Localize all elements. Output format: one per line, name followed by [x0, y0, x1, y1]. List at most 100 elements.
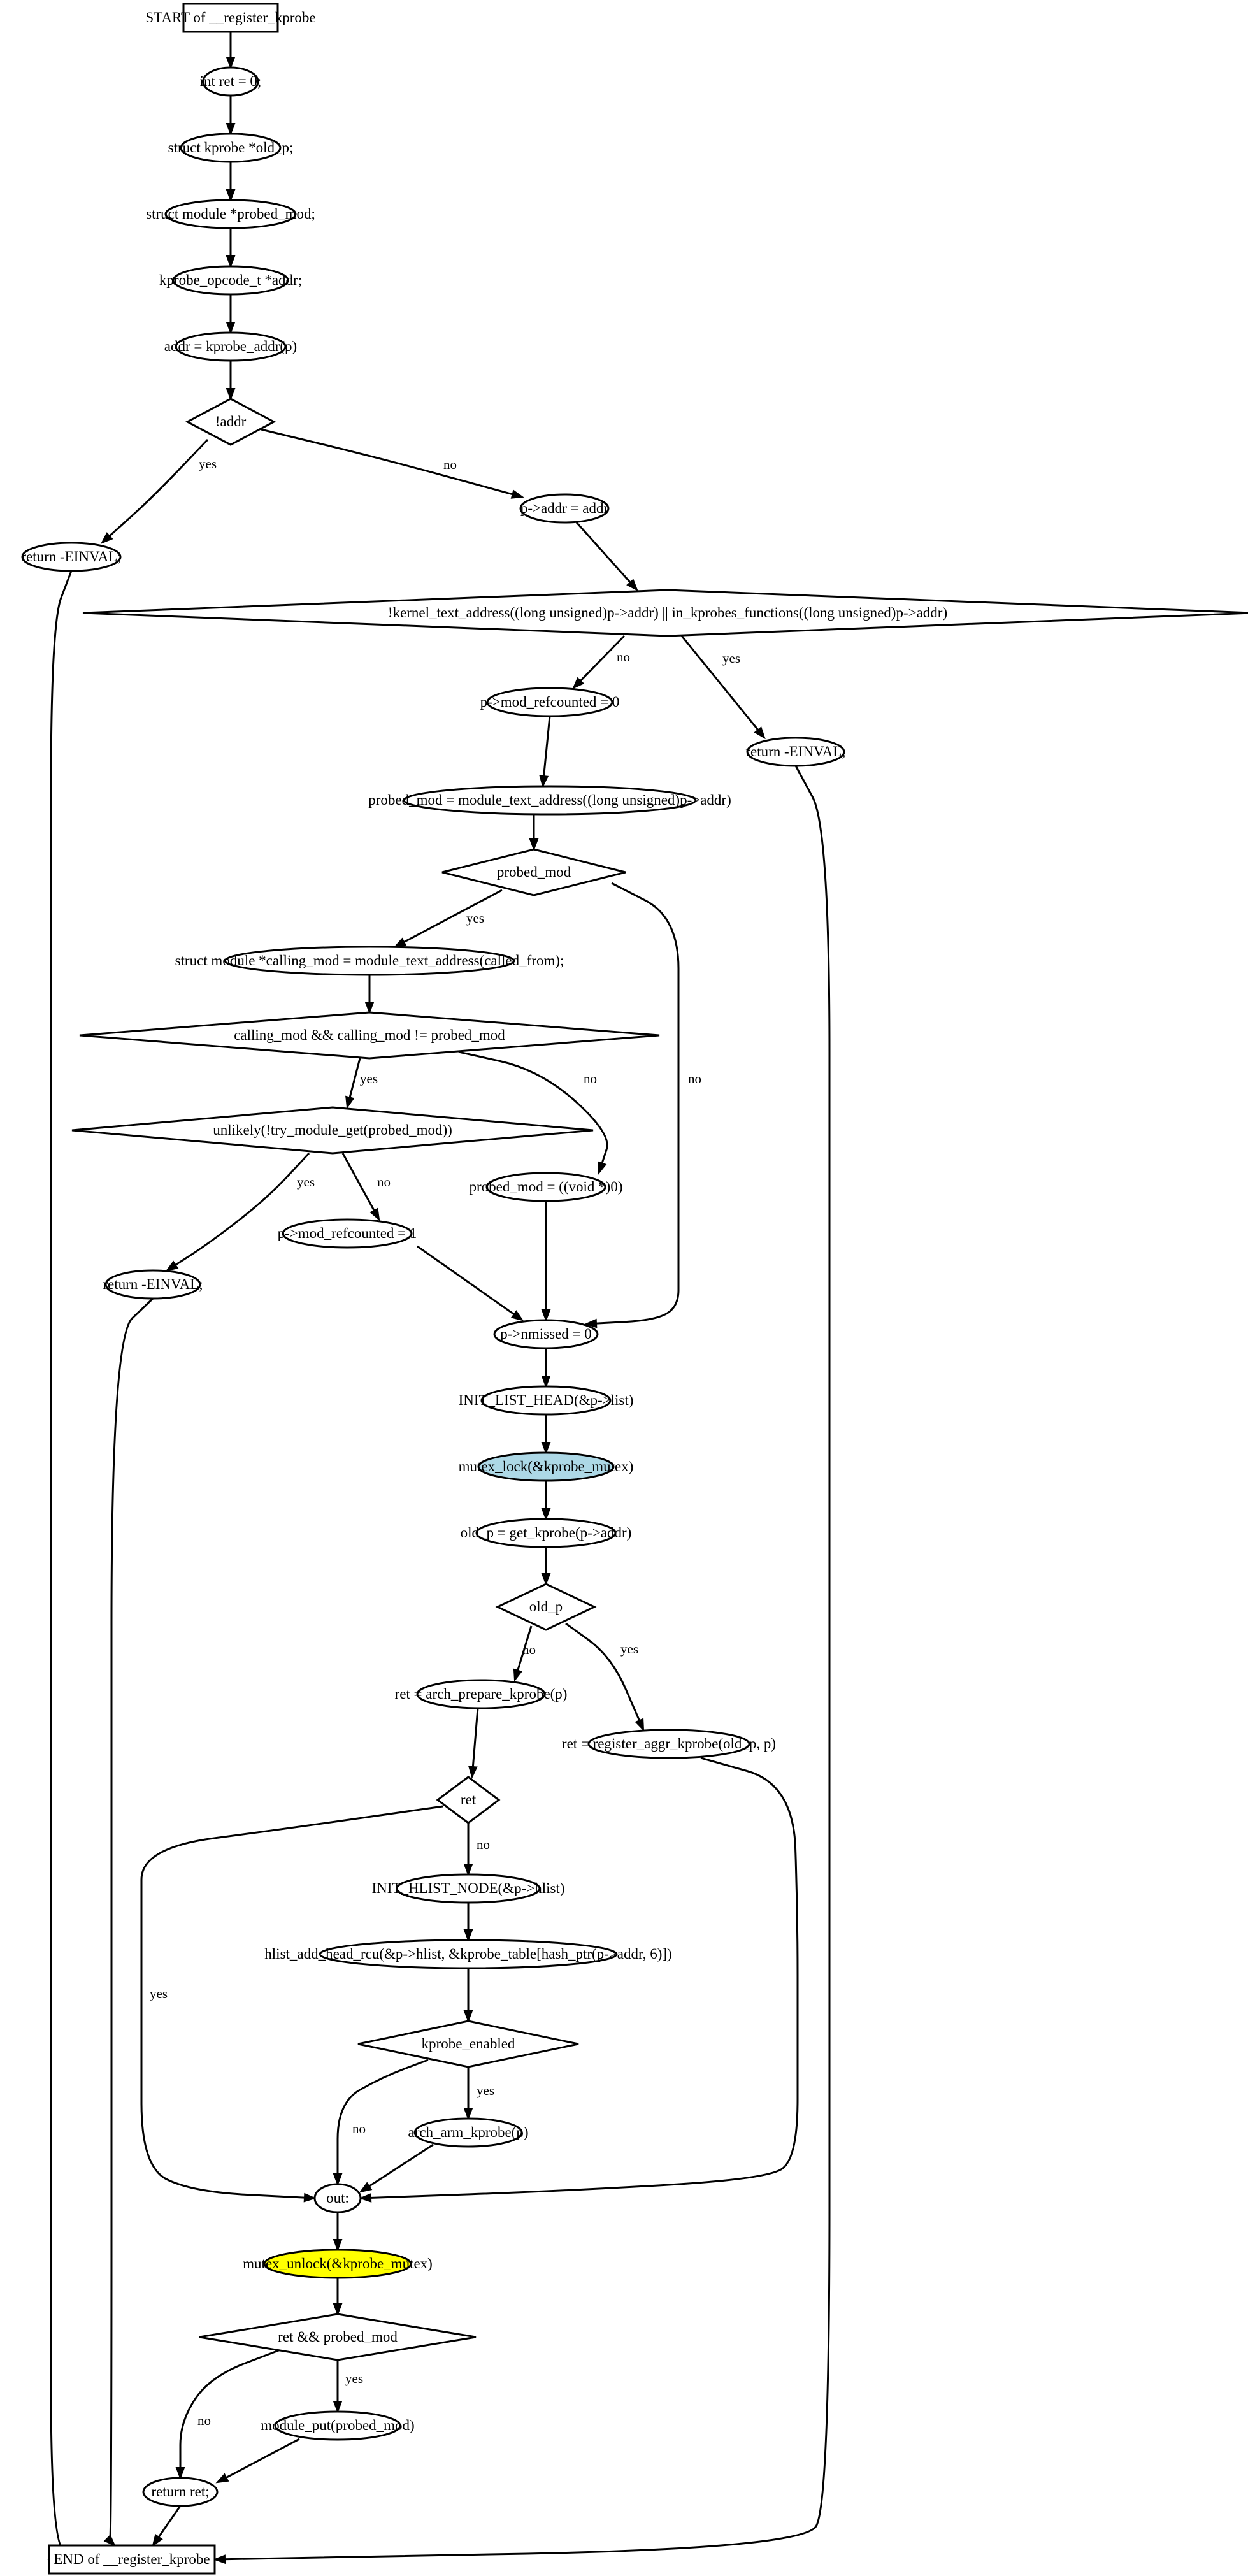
edge-line [516, 1625, 533, 1673]
node-label: unlikely(!try_module_get(probed_mod)) [213, 1122, 452, 1138]
arrowhead [359, 2182, 373, 2193]
edge-label: no [197, 2413, 211, 2428]
edge-d6-to-n16: no [513, 1625, 536, 1682]
node-label: !addr [215, 414, 247, 429]
edge-label: yes [360, 1071, 378, 1086]
arrowhead [364, 1002, 375, 1014]
node-label: probed_mod = ((void *)0) [469, 1179, 622, 1195]
node-d9: ret && probed_mod [199, 2313, 477, 2361]
edge-d9-to-n22: yes [333, 2360, 363, 2414]
edge-line [261, 428, 514, 496]
edge-d3-to-n12: no [584, 882, 701, 1328]
edge-ret4-to-end [152, 2505, 182, 2547]
ellipse-shape [175, 331, 287, 362]
node-label: !kernel_text_address((long unsigned)p->a… [388, 605, 947, 621]
arrowhead [513, 1668, 523, 1682]
edge-line [575, 521, 632, 584]
edge-n20-to-out [359, 2143, 434, 2193]
ellipse-shape [319, 1939, 618, 1969]
ellipse-shape [104, 1269, 201, 1300]
arrowhead [572, 677, 585, 690]
node-n5: addr = kprobe_addr(p) [164, 331, 297, 362]
node-label: out: [326, 2190, 349, 2206]
edge-d6-to-n17: yes [565, 1622, 645, 1732]
diamond-shape [199, 2313, 477, 2361]
node-d4: calling_mod && calling_mod != probed_mod [79, 1011, 660, 1060]
ellipse-shape [263, 2249, 412, 2279]
ellipse-shape [493, 1319, 599, 1349]
ellipse-shape [142, 2477, 219, 2507]
ellipse-shape [164, 199, 297, 229]
edge-line [594, 882, 680, 1325]
diamond-shape [79, 1011, 660, 1060]
arrowhead [152, 2533, 163, 2547]
arrowhead [463, 1929, 473, 1942]
ellipse-shape [274, 2410, 401, 2441]
node-label: p->addr = addr [520, 500, 609, 516]
arrowhead [463, 2108, 473, 2120]
node-label: int ret = 0; [200, 73, 262, 89]
node-label: INIT_HLIST_NODE(&p->hlist) [372, 1880, 565, 1896]
edge-line [223, 765, 831, 2561]
box-shape [48, 2544, 216, 2575]
node-n7: p->mod_refcounted = 0 [480, 687, 619, 717]
node-label: ret = arch_prepare_kprobe(p) [395, 1686, 568, 1702]
ellipse-shape [21, 542, 122, 572]
node-n12: p->nmissed = 0 [493, 1319, 599, 1349]
node-label: return -EINVAL; [103, 1276, 203, 1292]
edge-d4-to-n10: no [458, 1051, 608, 1175]
node-n15: old_p = get_kprobe(p->addr) [461, 1518, 631, 1548]
edge-line [367, 2143, 434, 2188]
arrowhead [226, 322, 236, 335]
node-start: START of __register_kprobe [145, 3, 316, 33]
arrowhead [333, 2173, 343, 2186]
edge-d7-to-n18: no [463, 1823, 490, 1876]
node-label: END of __register_kprobe [54, 2551, 210, 2567]
edge-label: yes [345, 2371, 363, 2386]
node-n4: kprobe_opcode_t *addr; [159, 265, 302, 296]
arrowhead [584, 1318, 598, 1328]
arrowhead [539, 775, 549, 788]
node-label: probed_mod = module_text_address((long u… [368, 792, 731, 808]
node-label: struct module *probed_mod; [146, 206, 315, 222]
edge-line [173, 1152, 310, 1267]
arrowhead [303, 2192, 317, 2203]
arrowhead [165, 1260, 179, 1272]
edge-line [140, 1805, 443, 2199]
arrowhead [468, 1766, 478, 1779]
edge-n17-to-out [359, 1757, 799, 2203]
edge-d1-to-n6: no [261, 428, 524, 499]
ellipse-shape [477, 1451, 615, 1482]
edge-line [348, 1058, 361, 1099]
edge-d5-to-n11: no [341, 1153, 391, 1221]
arrowhead [359, 2192, 372, 2203]
edge-n9-to-d4 [364, 975, 375, 1014]
edge-n13-to-n14 [541, 1414, 551, 1455]
node-end: END of __register_kprobe [48, 2544, 216, 2575]
edge-line [224, 2438, 300, 2479]
node-n19: hlist_add_head_rcu(&p->hlist, &kprobe_ta… [264, 1939, 672, 1969]
edge-n22-to-ret4 [215, 2438, 300, 2484]
node-label: return -EINVAL; [745, 744, 845, 759]
node-d7: ret [436, 1776, 501, 1824]
node-n11: p->mod_refcounted = 1 [278, 1218, 417, 1249]
node-n9: struct module *calling_mod = module_text… [175, 946, 564, 976]
arrowhead [635, 1718, 645, 1732]
edge-n10-to-n12 [541, 1201, 551, 1322]
arrowhead [541, 1376, 551, 1388]
edge-label: no [352, 2121, 366, 2136]
node-label: return ret; [151, 2484, 209, 2500]
node-n18: INIT_HLIST_NODE(&p->hlist) [372, 1873, 565, 1904]
node-n6: p->addr = addr [519, 493, 610, 524]
node-label: calling_mod && calling_mod != probed_mod [234, 1027, 505, 1043]
edge-d1-to-ret1: yes [100, 438, 217, 544]
edge-n1-to-n2 [226, 96, 236, 136]
edge-label: no [443, 457, 457, 472]
node-label: p->nmissed = 0 [500, 1326, 592, 1342]
edge-d3-to-n9: yes [393, 889, 503, 948]
ellipse-shape [282, 1218, 413, 1249]
edge-n6-to-d2 [575, 521, 638, 592]
edge-label: no [688, 1071, 701, 1086]
